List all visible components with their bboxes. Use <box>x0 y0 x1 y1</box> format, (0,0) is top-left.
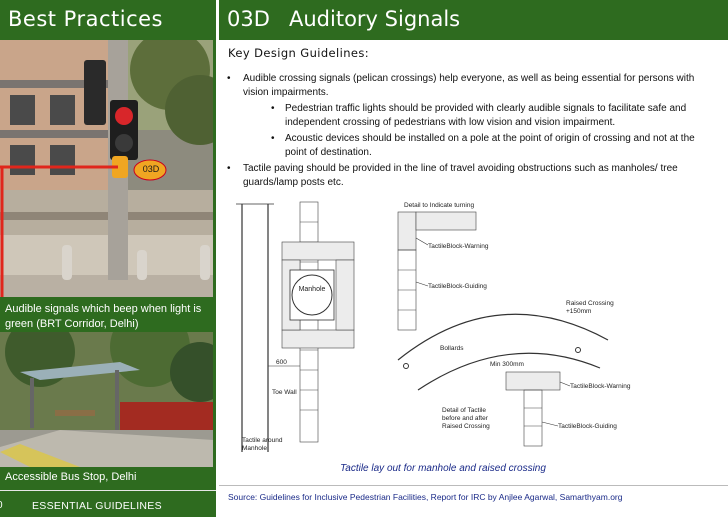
bus-stop-illustration <box>0 332 213 467</box>
guideline-text: Audible crossing signals (pelican crossi… <box>243 73 695 98</box>
guideline-subitem: Pedestrian traffic lights should be prov… <box>243 102 705 130</box>
label-600: 600 <box>276 359 287 366</box>
label-tactile-warning-1: TactileBlock-Warning <box>428 243 489 250</box>
footer-bar: 0 ESSENTIAL GUIDELINES <box>0 490 216 517</box>
label-tactile-warning-2: TactileBlock-Warning <box>570 383 631 390</box>
label-tactile-guiding-1: TactileBlock-Guiding <box>428 283 487 290</box>
bus-stop-photo <box>0 332 213 467</box>
guideline-item: Audible crossing signals (pelican crossi… <box>225 72 705 160</box>
label-detail-turning: Detail to Indicate turning <box>404 202 474 209</box>
label-manhole: Manhole <box>299 286 326 293</box>
guideline-item: Tactile paving should be provided in the… <box>225 162 705 190</box>
footer-label: ESSENTIAL GUIDELINES <box>32 500 162 512</box>
page-number: 0 <box>0 500 3 511</box>
photo1-caption: Audible signals which beep when light is… <box>5 303 202 330</box>
guideline-text: Tactile paving should be provided in the… <box>243 163 678 188</box>
guideline-subitem: Acoustic devices should be installed on … <box>243 132 705 160</box>
label-toe-wall: Toe Wall <box>272 389 297 396</box>
page-header: 03D Auditory Signals <box>219 0 728 40</box>
divider <box>219 485 728 486</box>
page-title: Auditory Signals <box>289 7 461 31</box>
section-header: Best Practices <box>0 0 216 40</box>
label-tactile-guiding-2: TactileBlock-Guiding <box>558 423 617 430</box>
traffic-signal-illustration <box>0 40 213 297</box>
section-marker-badge: 03D <box>142 164 160 174</box>
guidelines-list: Audible crossing signals (pelican crossi… <box>225 72 705 192</box>
page-code: 03D <box>227 7 270 31</box>
photo2-caption: Accessible Bus Stop, Delhi <box>5 471 137 483</box>
guidelines-heading: Key Design Guidelines: <box>228 46 370 60</box>
label-bollards: Bollards <box>440 345 464 352</box>
guideline-sublist: Pedestrian traffic lights should be prov… <box>243 102 705 160</box>
diagram-caption: Tactile lay out for manhole and raised c… <box>340 463 546 474</box>
source-citation: Source: Guidelines for Inclusive Pedestr… <box>228 492 623 502</box>
section-title: Best Practices <box>8 7 163 31</box>
label-min-300mm: Min 300mm <box>490 361 524 368</box>
label-raised-crossing: Raised Crossing+150mm <box>566 300 614 315</box>
traffic-signal-photo: 03D <box>0 40 213 297</box>
